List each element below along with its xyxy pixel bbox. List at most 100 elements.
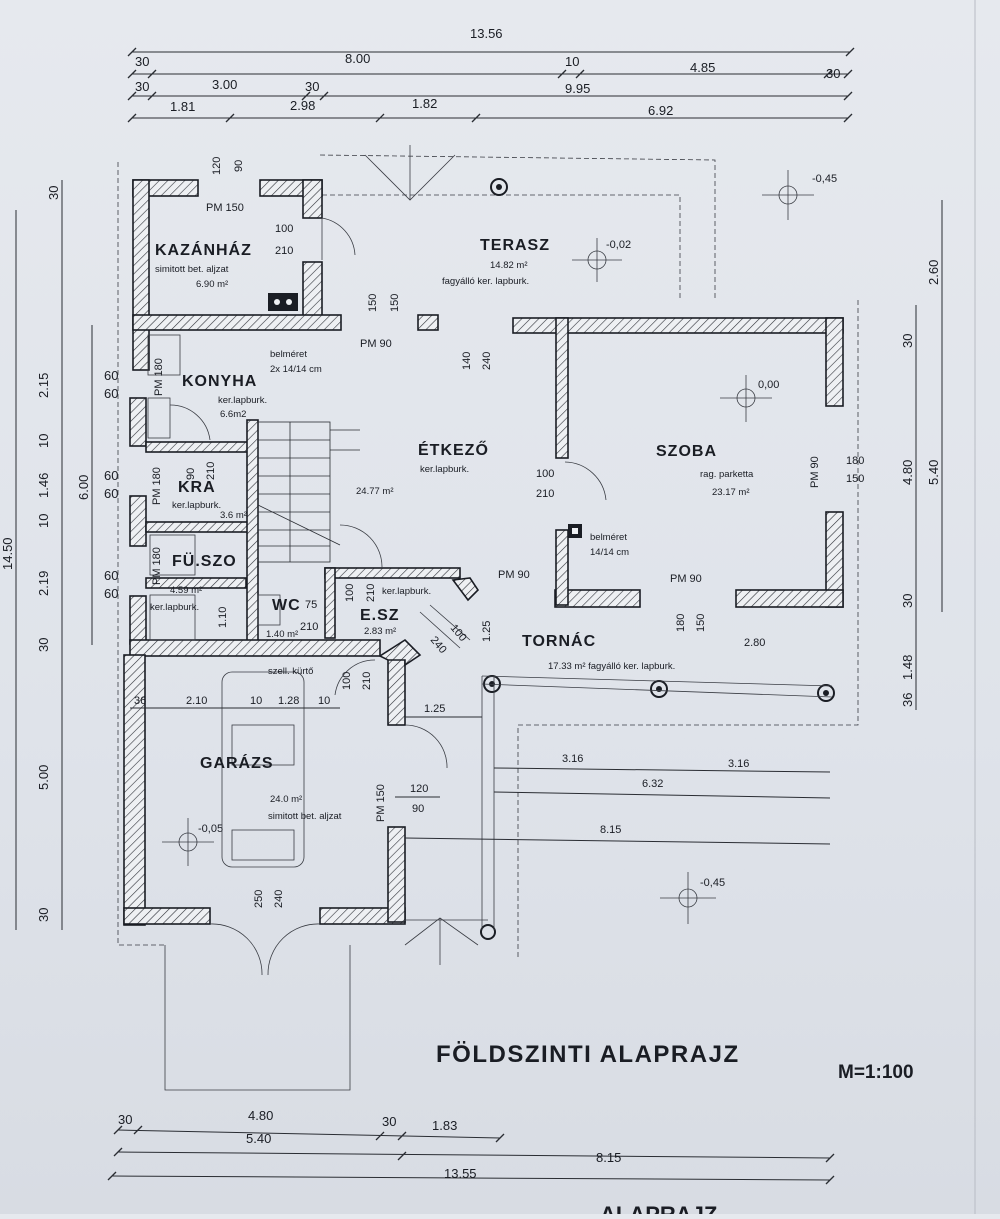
room-tornac-desc: 17.33 m² fagyálló ker. lapburk. — [548, 661, 675, 672]
dim-left-60c: 60 — [104, 468, 118, 483]
dim-inner-240: 240 — [481, 352, 493, 370]
dim-inner-120: 120 — [211, 157, 223, 175]
dim-inner-128: 1.28 — [278, 695, 299, 707]
dim-inner-210d: 210 — [365, 584, 377, 602]
room-kra-floor: ker.lapburk. — [172, 500, 221, 511]
columns — [268, 178, 835, 940]
room-konyha-name: KONYHA — [182, 373, 257, 390]
dim-top-10: 10 — [565, 54, 579, 69]
dim-inner-pm90a: PM 90 — [360, 338, 392, 350]
dim-left-219: 2.19 — [36, 571, 51, 596]
room-etkezo-floor: ker.lapburk. — [420, 464, 469, 475]
dim-right-480: 4.80 — [900, 460, 915, 485]
dim-inner-100: 100 — [275, 223, 293, 235]
dim-left-1450: 14.50 — [0, 537, 15, 570]
room-terasz-floor: fagyálló ker. lapburk. — [442, 276, 529, 287]
car-outline — [221, 671, 305, 868]
plan-title: FÖLDSZINTI ALAPRAJZ — [436, 1041, 740, 1068]
dim-left-30c: 30 — [36, 908, 51, 922]
dim-right-260: 2.60 — [926, 260, 941, 285]
room-esz-floor: ker.lapburk. — [382, 586, 431, 597]
dim-inner-100d: 100 — [341, 672, 353, 690]
dim-left-60e: 60 — [104, 568, 118, 583]
door-swings — [169, 217, 607, 976]
dim-inner-210b: 210 — [205, 462, 217, 480]
dim-inner-210: 210 — [275, 245, 293, 257]
room-kazanhaz-floor: simitott bet. aljzat — [155, 264, 229, 275]
dim-top-30a: 30 — [135, 54, 149, 69]
dim-inner-210e: 210 — [300, 621, 318, 633]
room-konyha-floor: ker.lapburk. — [218, 395, 267, 406]
room-szoba-name: SZOBA — [656, 443, 717, 460]
dim-bottom-1355: 13.55 — [444, 1166, 477, 1181]
dim-inner-pm180b: PM 180 — [151, 467, 163, 505]
dim-inner-pm90d: PM 90 — [498, 569, 530, 581]
dim-top-181: 1.81 — [170, 99, 195, 114]
room-fuszo-area: 4.59 m² — [170, 585, 202, 596]
dim-right-30a: 30 — [900, 334, 915, 348]
dim-left-60f: 60 — [104, 586, 118, 601]
dim-inner-150a: 150 — [367, 294, 379, 312]
dim-top-300: 3.00 — [212, 77, 237, 92]
dim-inner-125a: 1.25 — [481, 621, 493, 642]
dim-inner-100b: 100 — [536, 468, 554, 480]
dim-left-60d: 60 — [104, 486, 118, 501]
level-1: -0,45 — [812, 173, 837, 185]
dim-bottom-30b: 30 — [382, 1114, 396, 1129]
left-dimension-chains: 14.50 30 2.15 10 1.46 10 2.19 30 5.00 30… — [0, 180, 118, 930]
dim-inner-140: 140 — [461, 352, 473, 370]
dim-inner-100e: 100 — [448, 622, 469, 644]
notes: belméret 2x 14/14 cm belméret 14/14 cm s… — [268, 349, 629, 677]
dim-inner-250: 250 — [253, 890, 265, 908]
dim-inner-90: 90 — [233, 160, 245, 172]
plan-scale: M=1:100 — [838, 1062, 914, 1083]
dim-inner-110: 1.10 — [217, 607, 229, 628]
dim-inner-10b: 10 — [318, 695, 330, 707]
room-garazs-area: 24.0 m² — [270, 794, 302, 805]
dim-inner-815: 8.15 — [600, 824, 621, 836]
dim-inner-pm150: PM 150 — [206, 202, 244, 214]
dim-top-30b: 30 — [826, 66, 840, 81]
room-szoba-area: 23.17 m² — [712, 487, 750, 498]
dim-total-width: 13.56 — [470, 26, 503, 41]
dim-inner-210g: 2.10 — [186, 695, 207, 707]
dim-inner-180: 180 — [846, 455, 864, 467]
dim-inner-210f: 210 — [361, 672, 373, 690]
dim-top-182: 1.82 — [412, 96, 437, 111]
dim-top-30d: 30 — [305, 79, 319, 94]
dim-inner-10a: 10 — [250, 695, 262, 707]
dim-inner-pm150b: PM 150 — [375, 784, 387, 822]
level-4: -0,05 — [198, 823, 223, 835]
dim-inner-100c: 100 — [344, 584, 356, 602]
level-markers — [162, 170, 814, 924]
note-szell: szell. kürtő — [268, 666, 313, 677]
dim-inner-90c: 90 — [412, 803, 424, 815]
bottom-dimension-chains: 30 4.80 30 1.83 5.40 8.15 13.55 — [107, 1108, 835, 1185]
dim-inner-632: 6.32 — [642, 778, 663, 790]
note-belmeret-2b: 14/14 cm — [590, 547, 629, 558]
dim-top-800: 8.00 — [345, 51, 370, 66]
dim-top-995: 9.95 — [565, 81, 590, 96]
dim-left-60a: 60 — [104, 368, 118, 383]
room-labels: KAZÁNHÁZ simitott bet. aljzat 6.90 m² TE… — [150, 237, 754, 822]
room-esz-area: 2.83 m² — [364, 626, 396, 637]
dim-left-600: 6.00 — [76, 475, 91, 500]
room-garazs-floor: simitott bet. aljzat — [268, 811, 342, 822]
dim-right-30b: 30 — [900, 594, 915, 608]
room-etkezo-area: 24.77 m² — [356, 486, 394, 497]
room-konyha-area: 6.6m2 — [220, 409, 246, 420]
room-wc-area: 1.40 m² — [266, 629, 298, 640]
dim-inner-120b: 120 — [410, 783, 428, 795]
dim-bottom-480: 4.80 — [248, 1108, 273, 1123]
room-fuszo-floor: ker.lapburk. — [150, 602, 199, 613]
porch-edges — [405, 675, 833, 930]
room-terasz-area: 14.82 m² — [490, 260, 528, 271]
dim-right-540: 5.40 — [926, 460, 941, 485]
dim-bottom-815: 8.15 — [596, 1150, 621, 1165]
dim-left-500: 5.00 — [36, 765, 51, 790]
room-szoba-floor: rag. parketta — [700, 469, 754, 480]
dim-left-30a: 30 — [46, 186, 61, 200]
dim-inner-pm180a: PM 180 — [153, 358, 165, 396]
dim-left-215: 2.15 — [36, 373, 51, 398]
